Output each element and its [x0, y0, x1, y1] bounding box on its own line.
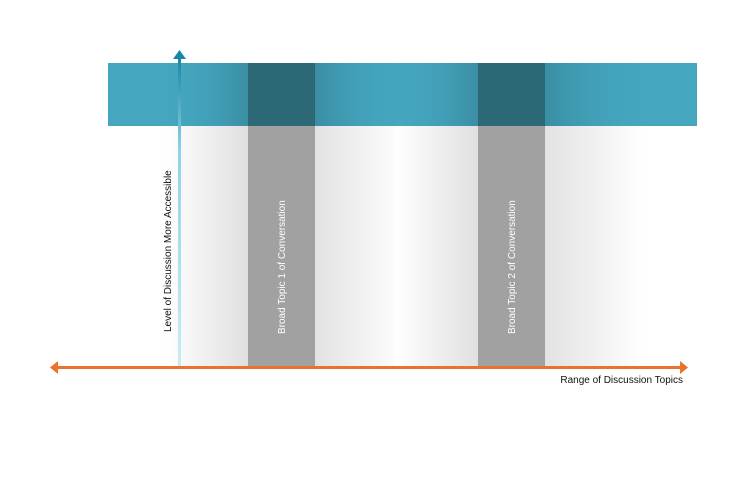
band-shade-2-left	[395, 63, 478, 126]
topic-column-2	[478, 126, 545, 367]
column-2-shade-right	[545, 126, 645, 367]
band-shade-1-right	[315, 63, 405, 126]
column-1-shade-right	[315, 126, 405, 367]
x-axis-line	[58, 366, 680, 369]
topic-2-label: Broad Topic 2 of Conversation	[507, 200, 518, 334]
band-shade-1-left	[165, 63, 248, 126]
y-axis-arrowhead-icon	[173, 50, 186, 59]
topic-column-1-overlap	[248, 63, 315, 126]
topic-1-label: Broad Topic 1 of Conversation	[277, 200, 288, 334]
topic-column-1	[248, 126, 315, 367]
column-1-shade-left	[165, 126, 248, 367]
x-axis-right-arrowhead-icon	[680, 361, 688, 374]
x-axis-label: Range of Discussion Topics	[560, 375, 683, 386]
topic-column-2-overlap	[478, 63, 545, 126]
column-2-shade-left	[395, 126, 478, 367]
band-shade-2-right	[545, 63, 645, 126]
x-axis-left-arrowhead-icon	[50, 361, 58, 374]
y-axis-label: Level of Discussion More Accessible	[163, 170, 174, 332]
y-axis-line	[178, 58, 181, 366]
